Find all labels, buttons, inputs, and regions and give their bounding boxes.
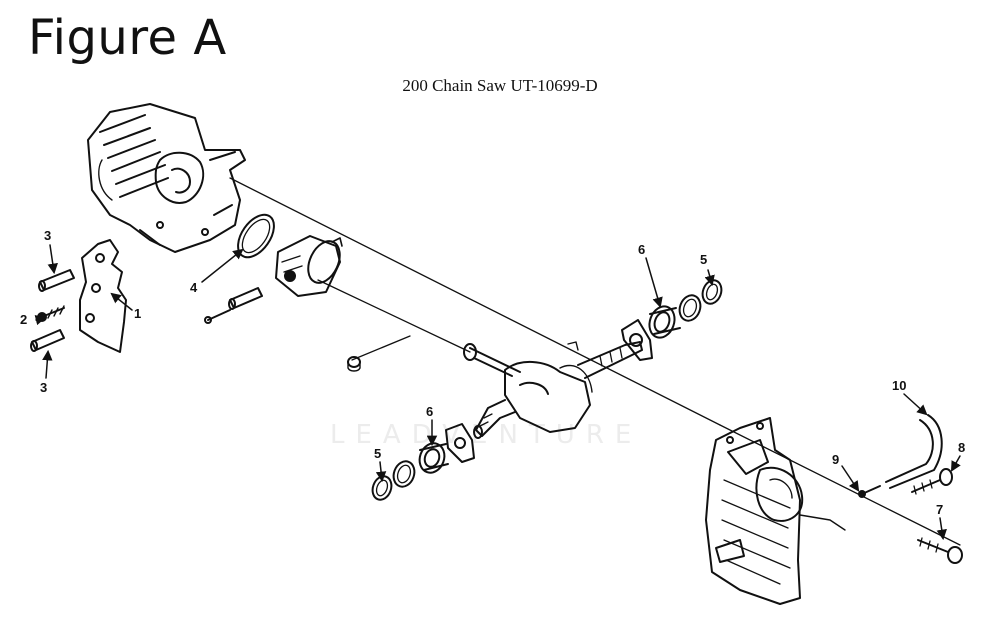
pin-9	[858, 485, 881, 498]
seal-plate-right	[621, 319, 653, 361]
figure-label: Figure A	[28, 10, 227, 66]
bearing-right	[648, 305, 681, 339]
bolt-8	[911, 468, 953, 495]
assembly-axis-line	[229, 177, 961, 546]
callout-2: 2	[20, 312, 27, 327]
callout-8: 8	[958, 440, 965, 455]
diagram-title: 200 Chain Saw UT-10699-D	[402, 76, 598, 95]
crankshaft	[463, 341, 643, 439]
fuel-line	[885, 414, 943, 489]
intake-gasket	[79, 239, 127, 353]
needle-cap	[347, 356, 361, 372]
piston	[275, 235, 343, 297]
callout-5-left: 5	[374, 446, 381, 461]
callout-6-right: 6	[638, 242, 645, 257]
callout-4: 4	[190, 280, 198, 295]
ring-left-inner	[392, 460, 416, 488]
ring-right-inner	[678, 294, 702, 322]
crankcase	[705, 417, 846, 605]
callout-arrows	[34, 244, 961, 541]
screw-7	[917, 537, 963, 564]
callout-9: 9	[832, 452, 839, 467]
bearing-left	[418, 442, 449, 474]
seal-plate-left	[445, 423, 475, 463]
callout-7: 7	[936, 502, 943, 517]
callout-1: 1	[134, 306, 141, 321]
piston-ring	[237, 213, 275, 259]
stud-pin-upper	[38, 269, 75, 292]
callout-3-lower: 3	[40, 380, 47, 395]
callout-3-upper: 3	[44, 228, 51, 243]
callout-labels: 1 2 3 3 4 5 5 6 6 7 8 9 10	[20, 228, 965, 517]
wrist-pin	[204, 287, 263, 324]
cylinder	[87, 103, 246, 253]
callout-10: 10	[892, 378, 906, 393]
callout-5-right: 5	[700, 252, 707, 267]
stud-pin-lower	[30, 329, 65, 352]
callout-6-left: 6	[426, 404, 433, 419]
